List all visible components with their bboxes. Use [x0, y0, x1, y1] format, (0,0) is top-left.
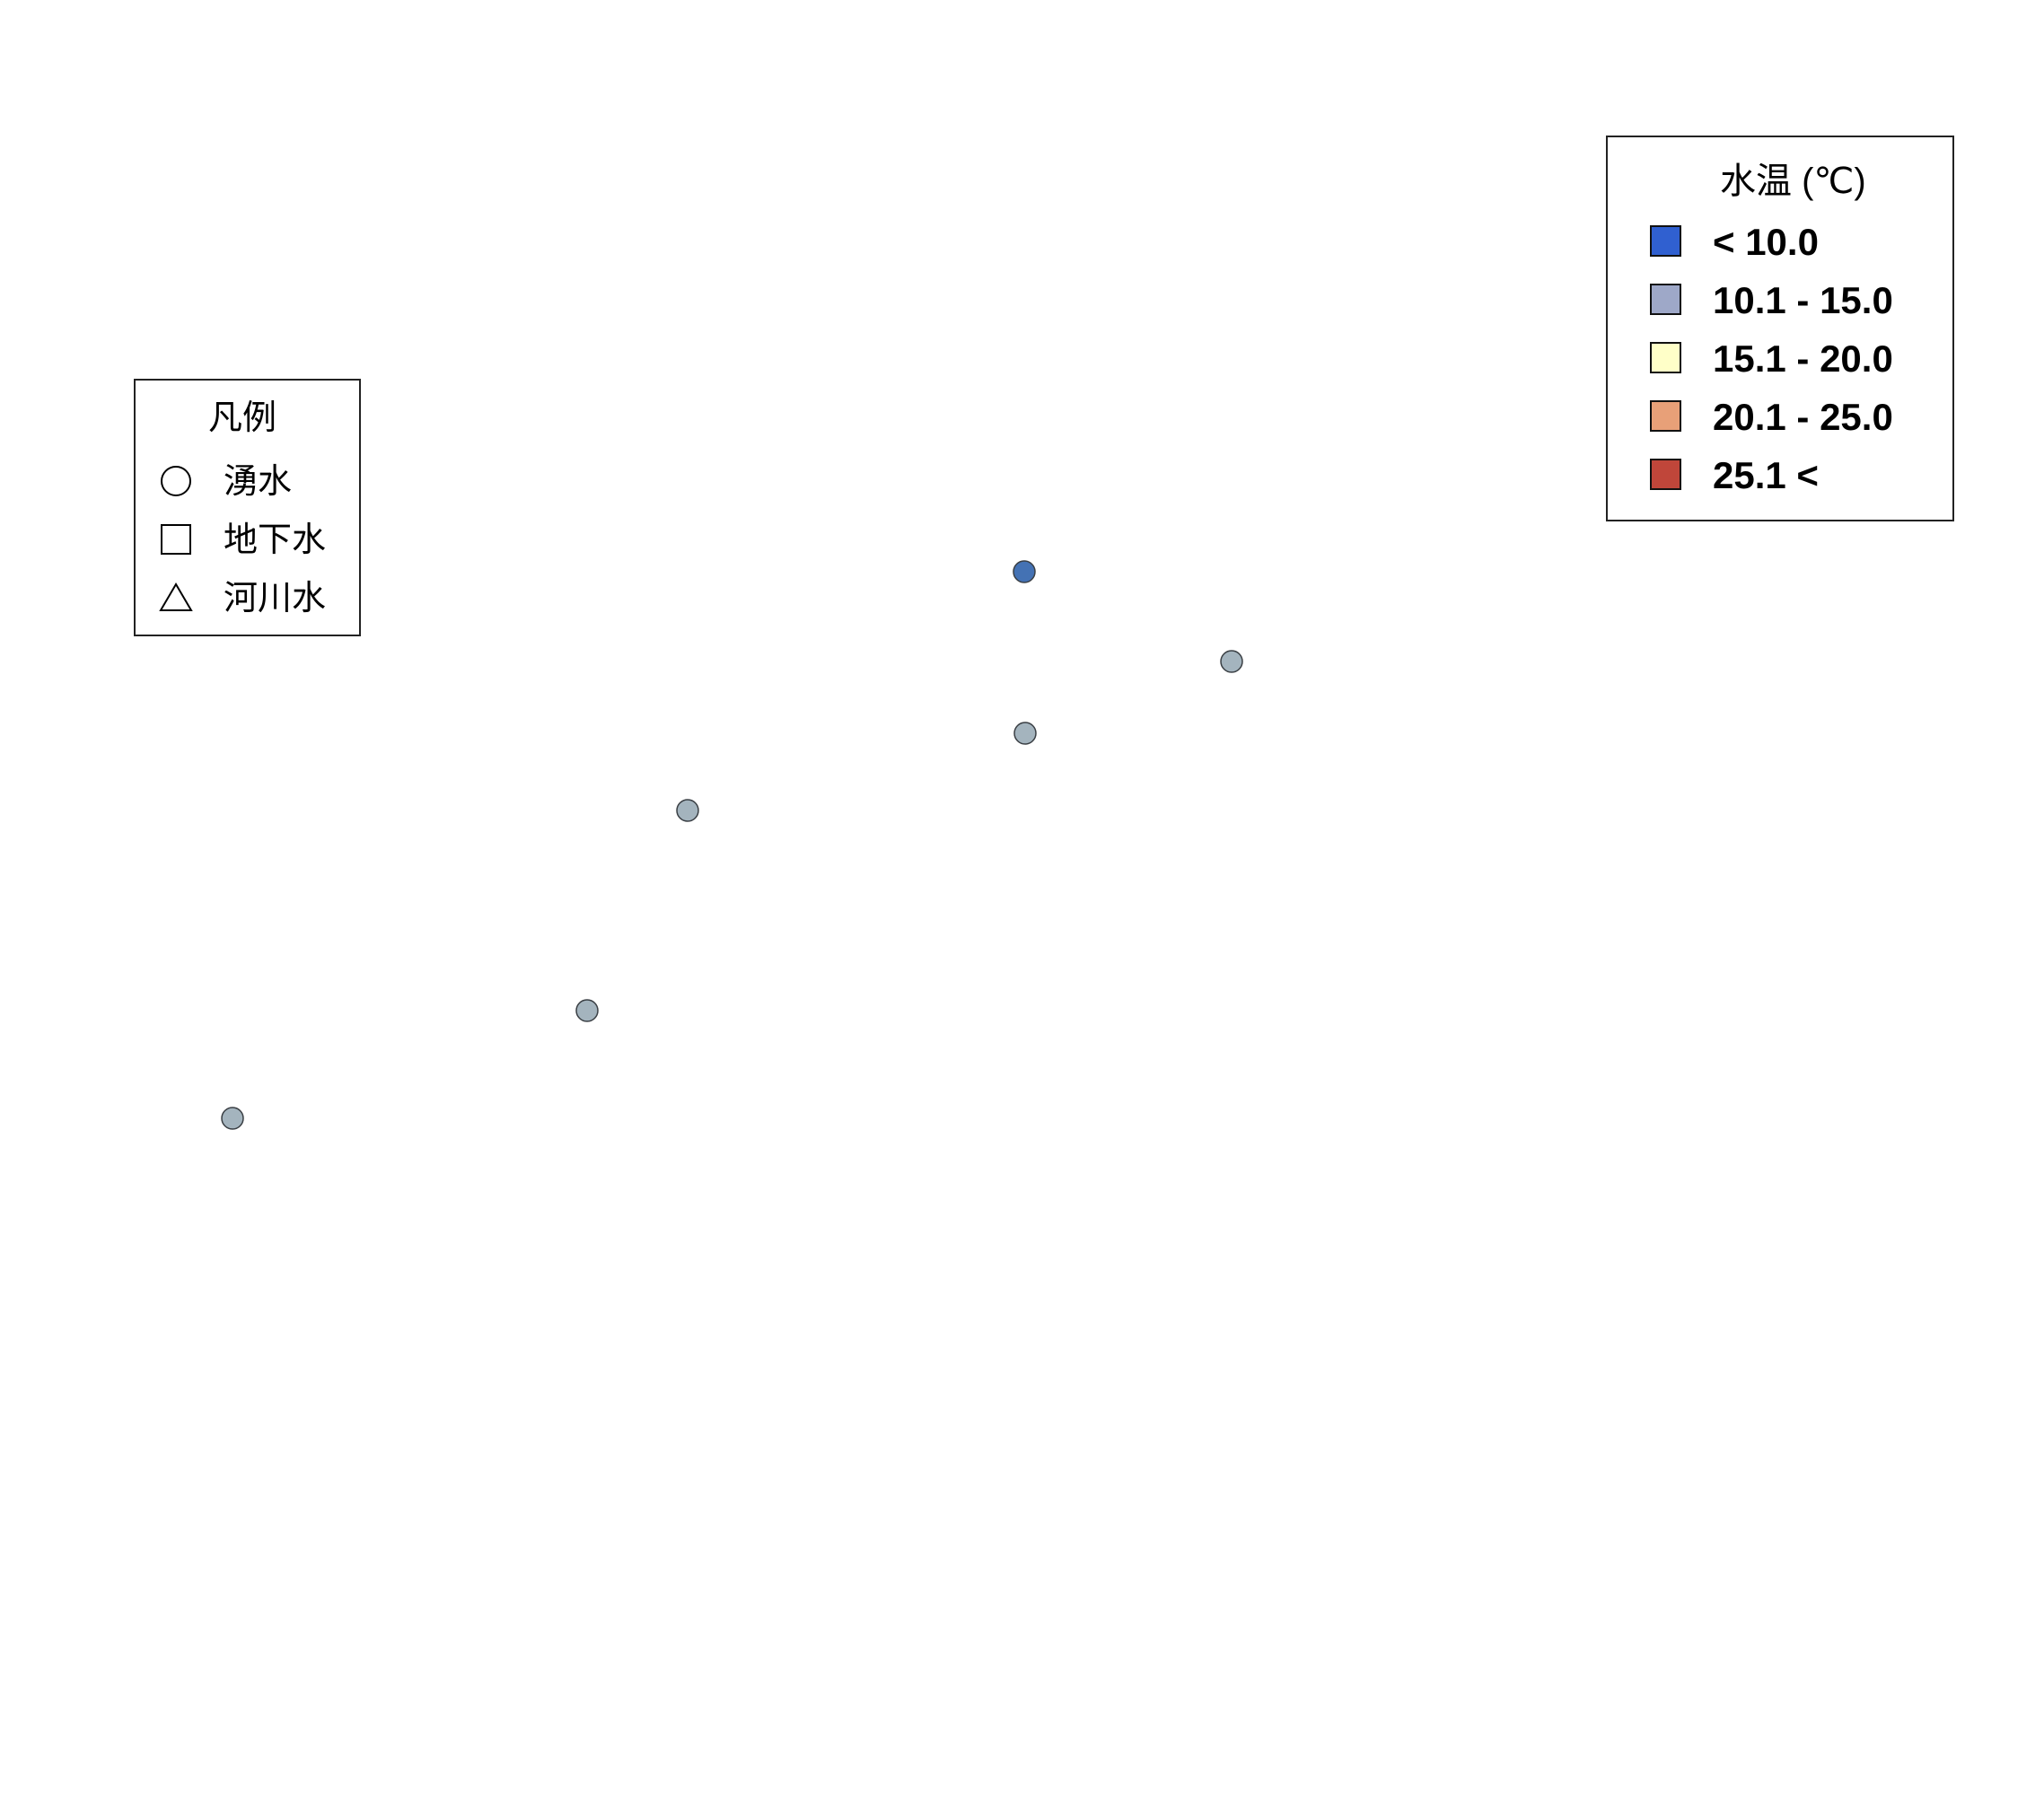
triangle-symbol-icon [159, 582, 193, 611]
temperature-class-label: < 10.0 [1713, 221, 1819, 263]
symbol-legend-label-groundwater: 地下水 [224, 521, 326, 559]
temperature-class-label: 10.1 - 15.0 [1713, 279, 1893, 321]
spring-sample-point[interactable] [1220, 650, 1243, 673]
temperature-class-swatch [1650, 342, 1681, 373]
temperature-class-swatch [1650, 459, 1681, 490]
temperature-legend: 水温 (℃) < 10.0 10.1 - 15.0 15.1 - 20.0 20.1 … [1606, 136, 1954, 521]
temperature-class-label: 25.1 < [1713, 454, 1819, 496]
temperature-class-label: 20.1 - 25.0 [1713, 396, 1893, 438]
temperature-class-swatch [1650, 225, 1681, 257]
temperature-legend-frame [1606, 136, 1954, 521]
square-symbol-icon [161, 524, 191, 555]
symbol-legend: 凡例 湧水 地下水 河川水 [134, 379, 361, 636]
sample-points [221, 560, 1243, 1130]
symbol-legend-frame [134, 379, 361, 636]
symbol-legend-title: 凡例 [208, 399, 276, 437]
spring-sample-point[interactable] [575, 999, 599, 1022]
spring-sample-point[interactable] [676, 799, 699, 822]
temperature-class-swatch [1650, 284, 1681, 315]
temperature-class-label: 15.1 - 20.0 [1713, 337, 1893, 380]
spring-sample-point[interactable] [1013, 560, 1036, 583]
spring-sample-point[interactable] [221, 1107, 244, 1130]
temperature-class-swatch [1650, 400, 1681, 432]
spring-sample-point[interactable] [1013, 722, 1037, 745]
symbol-legend-label-river: 河川水 [224, 580, 326, 617]
symbol-legend-label-spring: 湧水 [224, 463, 292, 501]
temperature-legend-title: 水温 (℃) [1720, 162, 1866, 201]
circle-symbol-icon [161, 466, 191, 496]
